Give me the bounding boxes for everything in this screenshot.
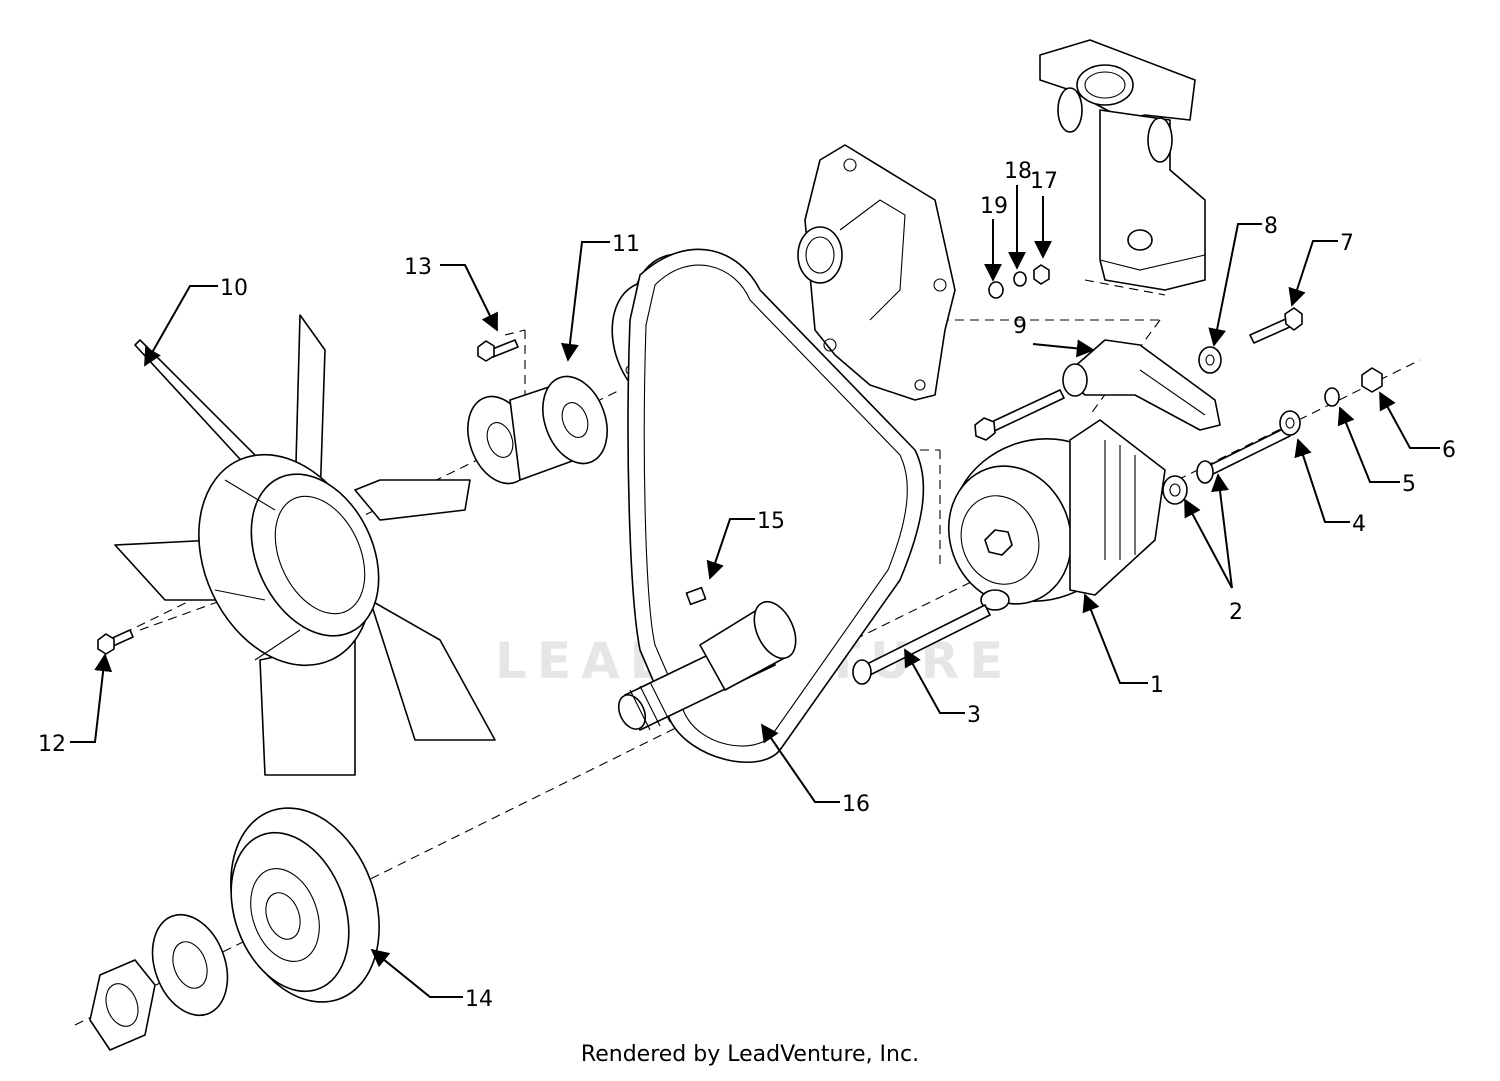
callout-15: 15 [757,509,785,534]
callout-19: 19 [980,194,1008,219]
callout-2: 2 [1229,600,1243,625]
thermostat-housing [1039,39,1206,291]
callout-8: 8 [1264,214,1278,239]
alternator [947,419,1166,611]
callout-18: 18 [1004,159,1032,184]
callout-1: 1 [1150,673,1164,698]
crankshaft [617,586,797,731]
callout-7: 7 [1340,231,1354,256]
callout-17: 17 [1030,169,1058,194]
callout-13: 13 [404,255,432,280]
callout-3: 3 [967,703,981,728]
callout-4: 4 [1352,512,1366,537]
callout-6: 6 [1442,438,1456,463]
callout-16: 16 [842,792,870,817]
render-credit: Rendered by LeadVenture, Inc. [580,1042,920,1067]
callout-leaders [70,185,1440,998]
water-pump-housing [797,144,956,401]
drive-belt [627,248,925,763]
cooling-fan [114,314,496,776]
callout-10: 10 [220,276,248,301]
callout-11: 11 [612,232,640,257]
crankshaft-pulley [89,807,380,1051]
hardware [97,264,1383,685]
callout-numbers: 1 2 3 4 5 6 7 8 9 10 11 12 13 14 15 16 1… [38,159,1456,1012]
fan-spacer [467,375,608,485]
callout-9: 9 [1013,314,1027,339]
callout-5: 5 [1402,472,1416,497]
callout-14: 14 [465,987,493,1012]
adjusting-bracket [1062,339,1221,431]
callout-12: 12 [38,732,66,757]
